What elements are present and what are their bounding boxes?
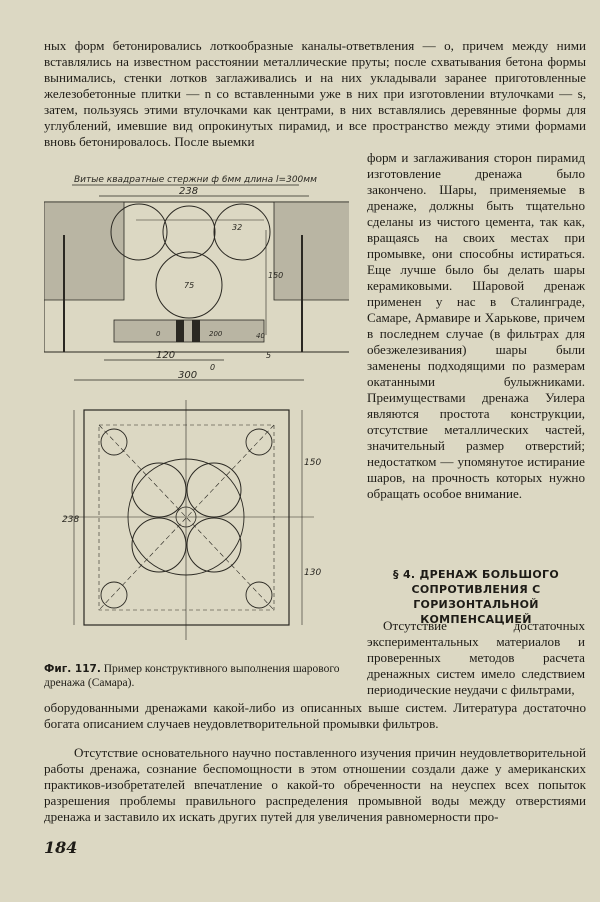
section-heading: § 4. ДРЕНАЖ БОЛЬШОГО СОПРОТИВЛЕНИЯ С ГОР… [393, 568, 559, 626]
dim-label-5: 5 [266, 351, 271, 360]
figure-117-drawing: Витые квадратные стержни ф 6мм длина l=3… [44, 175, 349, 640]
right-concrete-block [273, 201, 349, 301]
base-plate [113, 319, 265, 343]
section-outline [44, 201, 349, 353]
plan-ball [131, 462, 187, 518]
caption-text: Пример конструктивного выполнения шарово… [44, 663, 340, 689]
dim-label-32: 32 [232, 223, 242, 232]
section-intro: Отсутствие достаточных экспериментальных… [367, 618, 585, 697]
plan-small-ball [245, 581, 273, 609]
dim-label-238: 238 [179, 186, 198, 197]
sleeve-right [192, 320, 200, 342]
dim-label-40: 40 [256, 332, 265, 340]
plan-diagonal [98, 424, 275, 611]
dim-label-120: 120 [156, 350, 175, 361]
plan-small-ball [100, 581, 128, 609]
dim-label-150: 150 [268, 271, 283, 280]
dim-label-200: 200 [209, 330, 223, 338]
page-number: 184 [44, 838, 78, 857]
section-ball [110, 203, 168, 261]
figure-top-label: Витые квадратные стержни ф 6мм длина l=3… [74, 175, 317, 185]
top-paragraph: ных форм бетонировались лоткообразные ка… [44, 38, 586, 149]
sleeve-left [176, 320, 184, 342]
section-ball-large [155, 251, 223, 319]
caption-number: Фиг. 117. [44, 663, 101, 675]
plan-diagonal [98, 424, 275, 611]
plan-dim-label-150: 150 [304, 458, 321, 468]
plan-ball [186, 462, 242, 518]
right-column-text: форм и заглаживания сторон пирамид изгот… [367, 150, 585, 501]
plan-small-ball [245, 428, 273, 456]
plan-ball [131, 517, 187, 573]
section-continued: оборудованными дренажами какой-либо из о… [44, 700, 586, 731]
figure-caption: Фиг. 117. Пример конструктивного выполне… [44, 662, 344, 690]
section-ball [213, 203, 271, 261]
section-ball [162, 205, 216, 259]
dim-label-300: 300 [178, 370, 197, 381]
plan-outline [83, 409, 290, 626]
plan-dim-label-130: 130 [304, 568, 321, 578]
plan-dim-label-238: 238 [62, 515, 79, 525]
final-paragraph: Отсутствие основательного научно поставл… [44, 745, 586, 824]
plan-small-ball [100, 428, 128, 456]
left-concrete-block [44, 201, 125, 301]
plan-inner-dashed [98, 424, 275, 611]
dim-label-0b: 0 [210, 363, 215, 372]
dim-label-0a: 0 [156, 330, 161, 338]
dim-label-75: 75 [184, 281, 194, 290]
plan-ball [186, 517, 242, 573]
